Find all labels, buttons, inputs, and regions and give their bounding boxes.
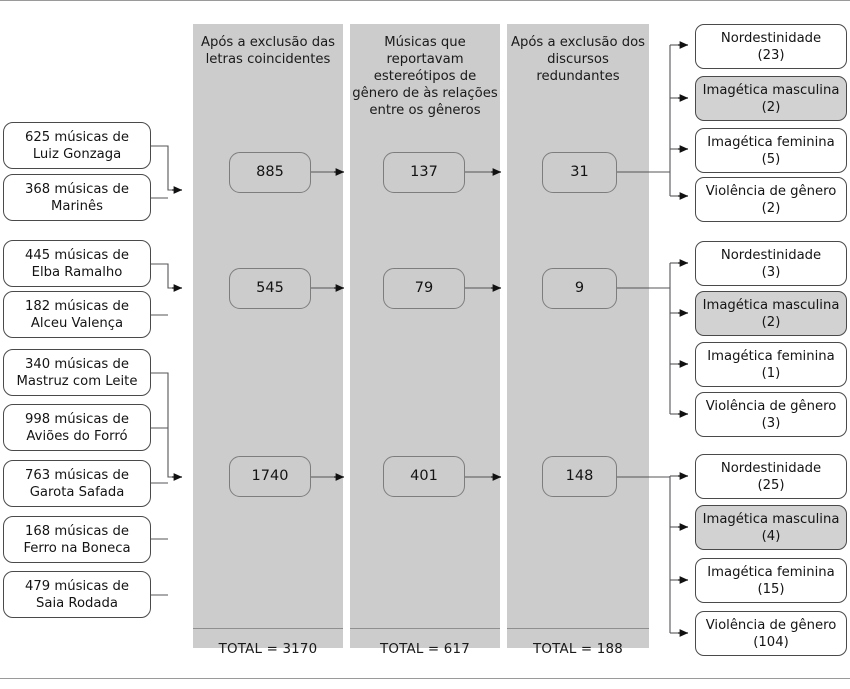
stage-value-box[interactable]: 885	[229, 152, 311, 193]
outcome-box[interactable]: Imagética feminina (15)	[695, 558, 847, 603]
outcome-box[interactable]: Nordestinidade (25)	[695, 454, 847, 499]
outcome-box[interactable]: Nordestinidade (3)	[695, 241, 847, 286]
source-box[interactable]: 479 músicas de Saia Rodada	[3, 571, 151, 618]
source-box[interactable]: 445 músicas de Elba Ramalho	[3, 240, 151, 287]
stage-value-box[interactable]: 31	[542, 152, 617, 193]
source-box[interactable]: 368 músicas de Marinês	[3, 174, 151, 221]
source-box[interactable]: 182 músicas de Alceu Valença	[3, 291, 151, 338]
stage-2-total-separator	[350, 628, 500, 629]
stage-3-total: TOTAL = 188	[533, 642, 623, 657]
stage-value-box[interactable]: 1740	[229, 456, 311, 497]
source-box[interactable]: 340 músicas de Mastruz com Leite	[3, 349, 151, 396]
source-box[interactable]: 998 músicas de Aviões do Forró	[3, 404, 151, 451]
outcome-box[interactable]: Violência de gênero (2)	[695, 177, 847, 222]
outcome-box[interactable]: Violência de gênero (104)	[695, 611, 847, 656]
source-box[interactable]: 168 músicas de Ferro na Boneca	[3, 516, 151, 563]
stage-3-total-separator	[507, 628, 649, 629]
stage-column-2	[350, 24, 500, 648]
stage-value-box[interactable]: 9	[542, 268, 617, 309]
outcome-box[interactable]: Violência de gênero (3)	[695, 392, 847, 437]
outcome-box[interactable]: Imagética masculina (2)	[695, 291, 847, 336]
stage-2-header: Músicas que reportavam estereótipos de g…	[352, 35, 498, 118]
stage-column-3	[507, 24, 649, 648]
outcome-box[interactable]: Imagética masculina (4)	[695, 505, 847, 550]
stage-value-box[interactable]: 79	[383, 268, 465, 309]
top-divider-rule	[0, 0, 850, 1]
stage-value-box[interactable]: 148	[542, 456, 617, 497]
stage-value-box[interactable]: 545	[229, 268, 311, 309]
stage-column-1	[193, 24, 343, 648]
source-box[interactable]: 625 músicas de Luiz Gonzaga	[3, 122, 151, 169]
stage-value-box[interactable]: 137	[383, 152, 465, 193]
stage-3-header: Após a exclusão dos discursos redundante…	[510, 35, 646, 84]
stage-1-header: Após a exclusão das letras coincidentes	[200, 35, 336, 67]
outcome-box[interactable]: Imagética masculina (2)	[695, 76, 847, 121]
outcome-box[interactable]: Imagética feminina (5)	[695, 128, 847, 173]
stage-value-box[interactable]: 401	[383, 456, 465, 497]
outcome-box[interactable]: Nordestinidade (23)	[695, 24, 847, 69]
stage-2-total: TOTAL = 617	[380, 642, 470, 657]
bottom-divider-rule	[0, 678, 850, 679]
stage-1-total-separator	[193, 628, 343, 629]
stage-1-total: TOTAL = 3170	[218, 642, 318, 657]
outcome-box[interactable]: Imagética feminina (1)	[695, 342, 847, 387]
source-box[interactable]: 763 músicas de Garota Safada	[3, 460, 151, 507]
